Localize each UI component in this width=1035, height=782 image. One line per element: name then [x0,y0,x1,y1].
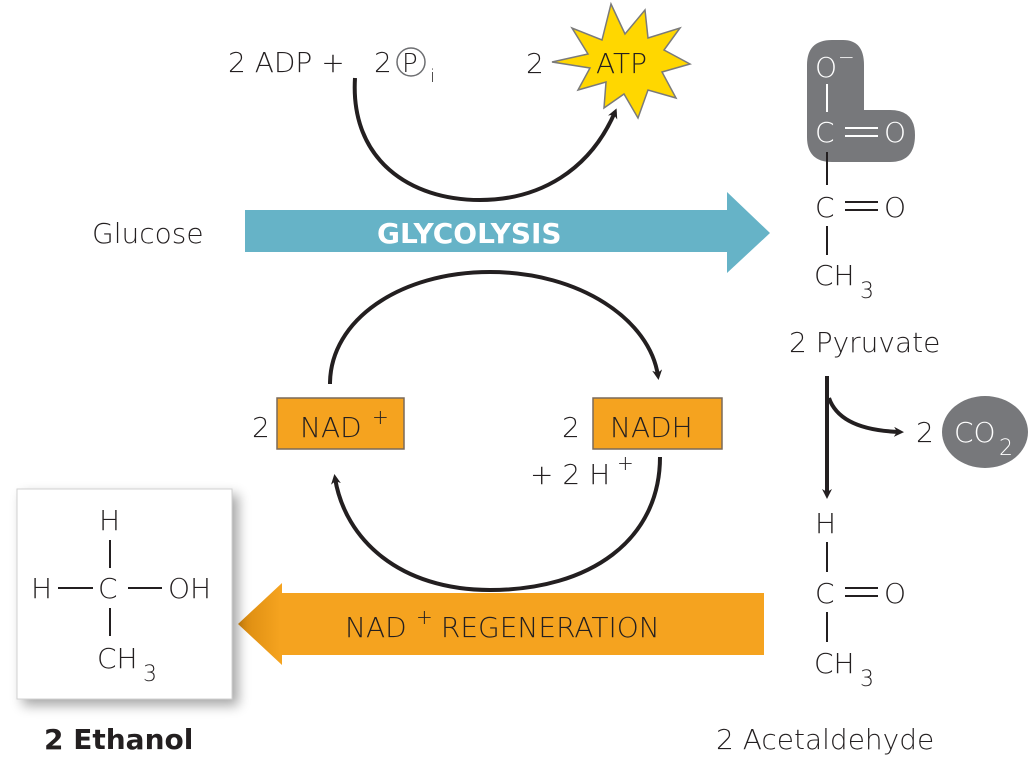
co2-subscript: 2 [999,436,1013,461]
glycolysis-label: GLYCOLYSIS [377,217,562,250]
ethanol-oh: OH [168,572,211,605]
pyruvate-ch: CH [814,259,855,292]
pyruvate-o-minus: O [815,51,837,84]
pyruvate-ch-subscript: 3 [860,279,874,304]
phosphate-circle-icon [396,47,426,77]
nadh-oxidation-arrow [331,456,662,593]
acetaldehyde-h: H [815,507,836,540]
regeneration-label-nad: NAD [345,611,407,644]
pyruvate-c2: C [815,191,835,224]
co2-coefficient: 2 [916,416,934,449]
pyruvate-o1: O [884,116,906,149]
carboxyl-highlight [807,40,915,162]
pyruvate-minus-sign: − [838,45,855,69]
pi-coefficient: 2 [374,46,392,79]
ethanol-h-top: H [99,504,120,537]
pyruvate-name: 2 Pyruvate [789,326,940,359]
nad-regeneration-arrow [238,583,764,665]
acetaldehyde-ch-subscript: 3 [860,667,874,692]
nad-plus-box [276,397,405,450]
atp-label: ATP [596,47,647,80]
protons-label: + 2 H [530,458,610,491]
acetaldehyde-o: O [884,577,906,610]
co2-release-arrow [827,397,904,437]
ethanol-card [16,488,233,700]
pi-symbol: P [402,49,418,79]
protons-superscript: + [617,451,634,475]
acetaldehyde-name: 2 Acetaldehyde [716,723,934,756]
nad-plus-superscript: + [372,405,389,429]
nadh-coefficient: 2 [562,411,580,444]
atp-coefficient: 2 [526,47,544,80]
acetaldehyde-c: C [815,577,835,610]
atp-synthesis-arrow [352,77,618,203]
atp-burst-icon [551,1,692,120]
ethanol-h-left: H [31,572,52,605]
nadh-label: NADH [610,411,693,444]
glucose-label: Glucose [92,217,204,250]
nad-reduction-arrow [328,269,663,385]
nadh-box [592,397,723,450]
glycolysis-arrow [245,192,770,273]
regeneration-label-superscript: + [416,605,433,629]
co2-ellipse [942,396,1028,468]
nad-plus-label: NAD [300,411,362,444]
pyruvate-c1: C [815,116,835,149]
acetaldehyde-ch: CH [814,647,855,680]
pyruvate-o2: O [884,191,906,224]
ethanol-c: C [98,572,118,605]
pi-subscript: i [430,66,435,87]
ethanol-ch: CH [97,642,138,675]
regeneration-label-rest: REGENERATION [432,611,660,644]
nad-plus-coefficient: 2 [252,411,270,444]
ethanol-name: 2 Ethanol [44,723,193,756]
ethanol-ch-subscript: 3 [143,662,157,687]
co2-label: CO [954,416,996,449]
adp-label: 2 ADP + [228,46,345,79]
